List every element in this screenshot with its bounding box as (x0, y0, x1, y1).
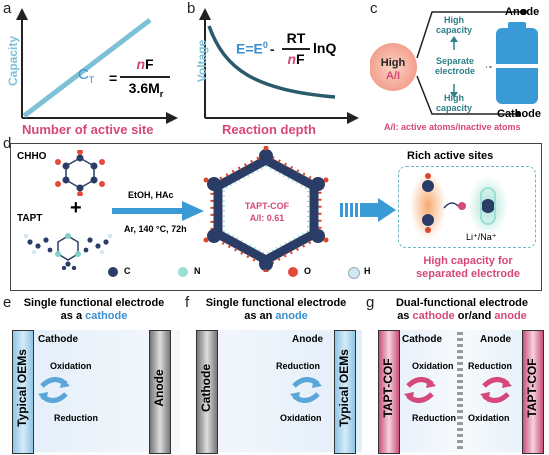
a-capacity-line (22, 18, 152, 118)
e-right-bar-label: Anode (152, 369, 166, 407)
c-anode-label: Anode (505, 6, 540, 18)
legend-o: O (304, 266, 312, 276)
d-cof-label: TAPT-COF A/I: 0.61 (244, 201, 290, 223)
b-xlabel: Reaction depth (222, 122, 316, 137)
g-title: Dual-functional electrode as cathode or/… (395, 297, 529, 322)
e-right-bar (149, 330, 171, 454)
d-cof-framework (203, 146, 329, 272)
f-title: Single functional electrode as an anode (205, 297, 347, 322)
f-left-bar (196, 330, 218, 454)
c-footnote: A/I: active atoms/inactive atoms (384, 122, 521, 132)
d-ion-label: Li⁺/Na⁺ (466, 232, 497, 242)
g-right-bar-label: TAPT-COF (525, 358, 539, 418)
legend-n: N (194, 266, 201, 276)
a-eq-denominator: 3.6Mr (128, 80, 164, 99)
panel-b-letter: b (187, 0, 196, 17)
f-oxidation: Oxidation (280, 413, 322, 423)
g-anode-cycle-icon (480, 377, 512, 403)
d-reaction-arrow (112, 201, 204, 221)
a-xlabel: Number of active site (22, 122, 154, 137)
d-stripe-arrow (340, 198, 396, 222)
panel-a-chart (16, 8, 178, 124)
f-right-bar (334, 330, 356, 454)
panel-d-letter: d (3, 135, 12, 152)
b-voltage-curve (207, 25, 336, 99)
a-eq-equals: = (109, 70, 118, 86)
g-cathode-label: Cathode (402, 334, 442, 345)
panel-g-letter: g (366, 294, 375, 311)
legend-o-dot (288, 267, 298, 277)
panel-d-box (10, 143, 542, 291)
c-cathode-label: Cathode (497, 108, 541, 120)
b-eq-lhs: E=E0- (236, 40, 275, 57)
legend-c: C (124, 266, 131, 276)
legend-h: H (364, 266, 371, 276)
f-left-bar-label: Cathode (199, 364, 213, 412)
e-oxidation: Oxidation (50, 361, 92, 371)
e-reduction: Reduction (54, 413, 98, 423)
d-tapt-label: TAPT (17, 213, 43, 224)
d-condition-1: EtOH, HAc (128, 190, 174, 200)
e-title: Single functional electrode as a cathode (23, 297, 165, 322)
d-chho-molecule (55, 150, 105, 196)
g-cathode-cycle-icon (404, 377, 436, 403)
f-right-bar-label: Typical OEMs (337, 349, 351, 427)
d-high-capacity-note: High capacity for separated electrode (416, 255, 520, 280)
f-redox-cycle-icon (290, 377, 322, 403)
panel-c-letter: c (370, 0, 378, 17)
d-tapt-molecule (24, 233, 112, 270)
b-ylabel: Voltage (195, 39, 209, 83)
f-reduction: Reduction (276, 361, 320, 371)
a-eq-fraction-bar (120, 76, 170, 78)
a-eq-lhs: CT (78, 66, 95, 85)
panel-a-letter: a (3, 0, 12, 17)
legend-h-dot (348, 267, 360, 279)
e-side-label: Cathode (38, 334, 78, 345)
d-atom-legend: C N O H (108, 264, 378, 280)
g-separator (457, 332, 463, 450)
b-eq-numerator: RT (286, 30, 306, 46)
legend-n-dot (178, 267, 188, 277)
g-left-bar (378, 330, 400, 454)
a-eq-numerator: nF (136, 56, 154, 72)
panel-e-letter: e (3, 294, 12, 311)
b-eq-denominator: nF (287, 51, 305, 67)
d-active-sites-box (398, 166, 536, 248)
g-cathode-oxidation: Oxidation (412, 361, 454, 371)
panel-f-letter: f (185, 294, 190, 311)
a-ylabel: Capacity (6, 35, 20, 87)
e-left-bar (12, 330, 34, 454)
c-high-ai-circle (370, 43, 417, 91)
g-left-bar-label: TAPT-COF (381, 358, 395, 418)
g-right-bar (522, 330, 544, 454)
d-plus: + (70, 197, 82, 219)
b-eq-fraction-bar (282, 48, 310, 50)
g-anode-oxidation: Oxidation (468, 413, 510, 423)
e-redox-cycle-icon (38, 377, 70, 403)
b-eq-tail: lnQ (313, 40, 337, 56)
g-cathode-reduction: Reduction (412, 413, 456, 423)
d-active-sites-graphic (410, 172, 508, 240)
panel-b-chart (199, 8, 359, 124)
g-anode-reduction: Reduction (468, 361, 512, 371)
d-chho-label: CHHO (17, 151, 47, 162)
f-side-label: Anode (292, 334, 324, 345)
d-condition-2: Ar, 140 °C, 72h (124, 224, 187, 234)
g-anode-label: Anode (480, 334, 512, 345)
c-circle-label: High A/I (380, 57, 406, 82)
e-left-bar-label: Typical OEMs (15, 349, 29, 427)
panel-c-graphic (370, 9, 538, 117)
d-rich-sites-title: Rich active sites (407, 150, 494, 162)
legend-c-dot (108, 267, 118, 277)
